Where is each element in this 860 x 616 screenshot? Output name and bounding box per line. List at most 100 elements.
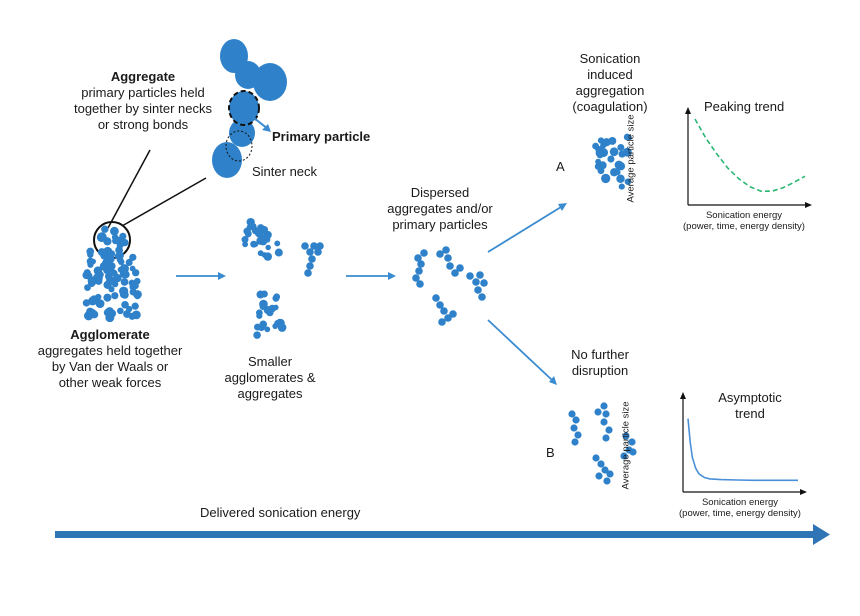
callout-line-right xyxy=(121,177,207,227)
particle xyxy=(614,169,621,176)
particle xyxy=(258,233,265,241)
particle xyxy=(607,155,615,163)
particle xyxy=(623,133,631,141)
particle xyxy=(594,163,602,170)
dispersed-label: Dispersed aggregates and/or primary part… xyxy=(387,185,493,232)
particle xyxy=(601,466,609,474)
particle xyxy=(603,477,611,485)
particle xyxy=(615,163,622,170)
particle xyxy=(133,277,141,285)
particle xyxy=(605,426,613,434)
particle xyxy=(436,250,444,258)
particle xyxy=(110,226,119,236)
particle xyxy=(274,240,281,247)
asymptotic-curve xyxy=(687,418,798,482)
peaking-trend-chart xyxy=(685,107,812,208)
particle xyxy=(129,265,136,272)
particle xyxy=(90,310,99,319)
particle xyxy=(105,272,113,281)
particle xyxy=(466,272,474,280)
particle xyxy=(306,248,314,256)
particle xyxy=(616,174,625,183)
particle xyxy=(256,226,265,236)
primary-particle-pointer xyxy=(253,117,271,132)
particle xyxy=(259,299,268,309)
particle xyxy=(618,183,625,190)
particle xyxy=(84,272,93,280)
particle xyxy=(103,308,112,317)
particle xyxy=(107,262,116,271)
particle xyxy=(570,424,578,432)
particle xyxy=(568,410,576,418)
particle xyxy=(417,260,425,268)
particle xyxy=(250,240,258,248)
particle xyxy=(617,143,625,151)
primary-particle-label: Primary particle xyxy=(272,129,371,144)
particle xyxy=(438,318,446,326)
particle xyxy=(572,416,580,424)
particle xyxy=(595,158,602,165)
particle xyxy=(571,438,579,446)
particle xyxy=(574,431,582,439)
particle xyxy=(602,434,610,442)
particle xyxy=(257,250,264,257)
particle xyxy=(273,293,281,301)
particle xyxy=(131,302,139,310)
particle xyxy=(472,278,480,286)
particle xyxy=(601,173,611,184)
particle xyxy=(432,294,440,302)
particle xyxy=(449,310,457,318)
particle xyxy=(110,269,117,275)
particle xyxy=(440,307,448,315)
peaking-x-arrowhead xyxy=(805,202,812,208)
particle xyxy=(103,293,112,302)
particle xyxy=(99,262,109,271)
aggregate-zoom xyxy=(212,39,287,178)
particle xyxy=(600,402,608,410)
particle xyxy=(117,258,125,266)
particle xyxy=(264,326,271,333)
particle xyxy=(87,261,94,268)
asymptotic-trend-chart xyxy=(680,392,807,495)
particle xyxy=(245,230,252,237)
particle xyxy=(414,254,422,262)
particle xyxy=(117,307,124,315)
sinter-neck-label: Sinter neck xyxy=(252,164,318,179)
particle xyxy=(119,286,129,296)
particle xyxy=(592,454,600,462)
particle xyxy=(120,278,129,286)
particle xyxy=(480,279,488,287)
particle xyxy=(272,323,279,330)
particle xyxy=(114,252,123,260)
particle xyxy=(301,242,309,250)
particle xyxy=(415,267,423,275)
particle xyxy=(622,432,630,440)
particle xyxy=(474,286,482,294)
branch-b-label: B xyxy=(546,445,555,460)
callout-line-left xyxy=(107,149,151,229)
particle xyxy=(112,237,119,245)
particle xyxy=(304,269,312,277)
particle xyxy=(88,296,98,306)
primary-particle-highlight xyxy=(228,90,260,126)
particle xyxy=(121,300,129,309)
peaking-y-arrowhead xyxy=(685,107,691,114)
agglomerate-label: Agglomerate aggregates held together by … xyxy=(37,327,183,390)
particle xyxy=(446,262,454,270)
particle xyxy=(306,262,314,270)
particle xyxy=(629,448,637,456)
particle xyxy=(256,290,265,299)
asymptotic-ylabel: Average particle size xyxy=(620,401,632,490)
particle xyxy=(606,470,614,478)
particle xyxy=(84,284,91,291)
particle xyxy=(256,312,263,319)
particle xyxy=(314,248,322,256)
smaller-label: Smaller agglomerates & aggregates xyxy=(224,354,316,401)
sonication-induced-label: Sonication induced aggregation (coagulat… xyxy=(572,51,648,114)
asymptotic-title: Asymptotic trend xyxy=(718,390,782,421)
particle xyxy=(609,147,619,157)
particle-clusters xyxy=(82,133,637,485)
particle xyxy=(259,320,268,329)
particle xyxy=(416,280,424,288)
